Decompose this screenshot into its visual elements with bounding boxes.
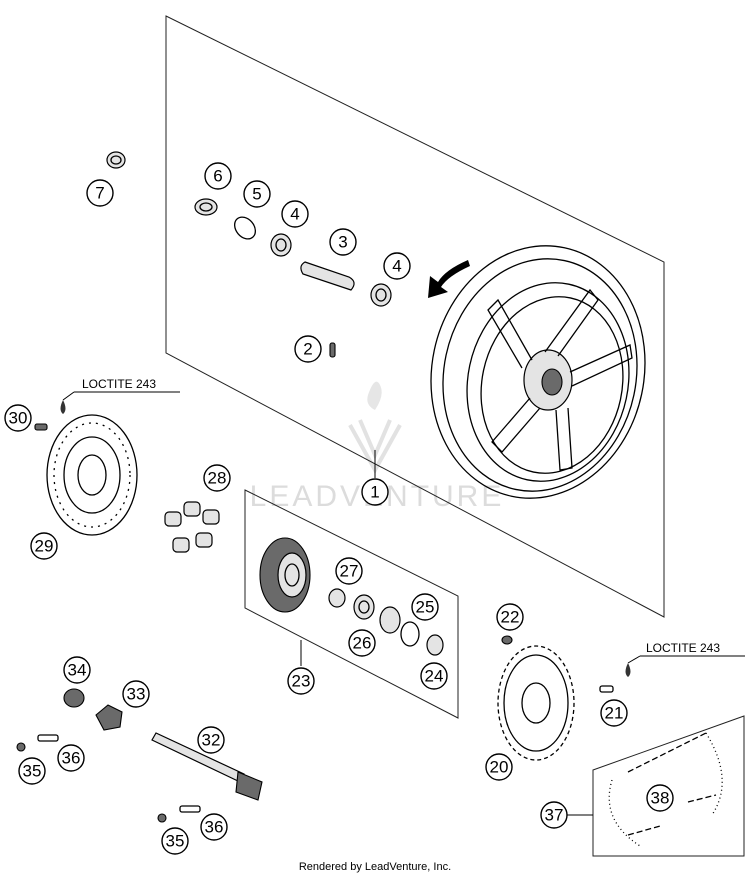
brake-disc: [46, 414, 138, 536]
callout-1: 1: [361, 478, 389, 506]
callout-4b: 4: [383, 252, 411, 280]
callout-22: 22: [496, 603, 524, 631]
callout-7: 7: [86, 179, 114, 207]
leader-lines: [62, 391, 745, 816]
svg-text:23: 23: [292, 672, 311, 691]
callout-24: 24: [420, 662, 448, 690]
svg-text:21: 21: [605, 704, 624, 723]
svg-text:7: 7: [95, 184, 104, 203]
svg-text:5: 5: [252, 185, 261, 204]
callout-3: 3: [329, 228, 357, 256]
damper-rubbers: [164, 501, 220, 553]
callout-25: 25: [411, 593, 439, 621]
callout-20: 20: [485, 753, 513, 781]
svg-text:37: 37: [545, 806, 564, 825]
svg-text:4: 4: [392, 257, 401, 276]
svg-text:25: 25: [416, 598, 435, 617]
svg-text:30: 30: [9, 409, 28, 428]
callout-30: 30: [4, 404, 32, 432]
callout-2: 2: [294, 335, 322, 363]
svg-text:24: 24: [425, 667, 444, 686]
wheel-assembly-frame: [165, 15, 665, 618]
svg-text:26: 26: [353, 634, 372, 653]
chain: [608, 732, 723, 847]
callout-36a: 36: [57, 744, 85, 772]
callout-26: 26: [348, 629, 376, 657]
svg-text:33: 33: [127, 685, 146, 704]
svg-text:4: 4: [290, 205, 299, 224]
adjust-screws: [16, 734, 201, 823]
callout-35b: 35: [161, 827, 189, 855]
loctite-note-left: LOCTITE 243: [82, 377, 156, 391]
bolt-30: [34, 423, 48, 431]
svg-text:1: 1: [370, 483, 379, 502]
footer-credit: Rendered by LeadVenture, Inc.: [299, 861, 451, 873]
callout-21: 21: [600, 699, 628, 727]
rear-wheel: [430, 245, 646, 499]
nut-34: [63, 688, 85, 708]
callout-23: 23: [287, 667, 315, 695]
rotation-arrow-icon: [428, 260, 470, 298]
callout-4a: 4: [281, 200, 309, 228]
svg-text:2: 2: [303, 340, 312, 359]
svg-text:29: 29: [35, 537, 54, 556]
bolt-21: [599, 685, 614, 693]
hub-assembly-frame: [244, 489, 459, 719]
chain-adjuster-33: [95, 704, 123, 731]
svg-text:27: 27: [340, 562, 359, 581]
svg-text:6: 6: [213, 167, 222, 186]
svg-text:32: 32: [202, 731, 221, 750]
svg-text:36: 36: [205, 818, 224, 837]
svg-text:20: 20: [490, 758, 509, 777]
callout-33: 33: [122, 680, 150, 708]
callout-6: 6: [204, 162, 232, 190]
callout-35a: 35: [18, 757, 46, 785]
chain-frame: [592, 715, 745, 857]
svg-text:34: 34: [68, 661, 87, 680]
svg-text:38: 38: [651, 789, 670, 808]
callout-32: 32: [197, 726, 225, 754]
callout-37: 37: [540, 801, 568, 829]
loctite-note-right: LOCTITE 243: [646, 641, 720, 655]
callout-38: 38: [646, 784, 674, 812]
callout-36b: 36: [200, 813, 228, 841]
rear-sprocket: [497, 635, 575, 761]
axle-parts: [106, 151, 392, 358]
svg-text:28: 28: [208, 469, 227, 488]
svg-text:35: 35: [166, 832, 185, 851]
loctite-drop-icon-left: [60, 400, 66, 414]
loctite-drop-icon-right: [625, 663, 631, 677]
callout-29: 29: [30, 532, 58, 560]
sprocket-carrier: [259, 537, 444, 656]
svg-text:35: 35: [23, 762, 42, 781]
axle: [151, 732, 263, 801]
svg-text:22: 22: [501, 608, 520, 627]
callout-27: 27: [335, 557, 363, 585]
callout-34: 34: [63, 656, 91, 684]
callout-5: 5: [243, 180, 271, 208]
callout-28: 28: [203, 464, 231, 492]
svg-text:36: 36: [62, 749, 81, 768]
svg-text:3: 3: [338, 233, 347, 252]
